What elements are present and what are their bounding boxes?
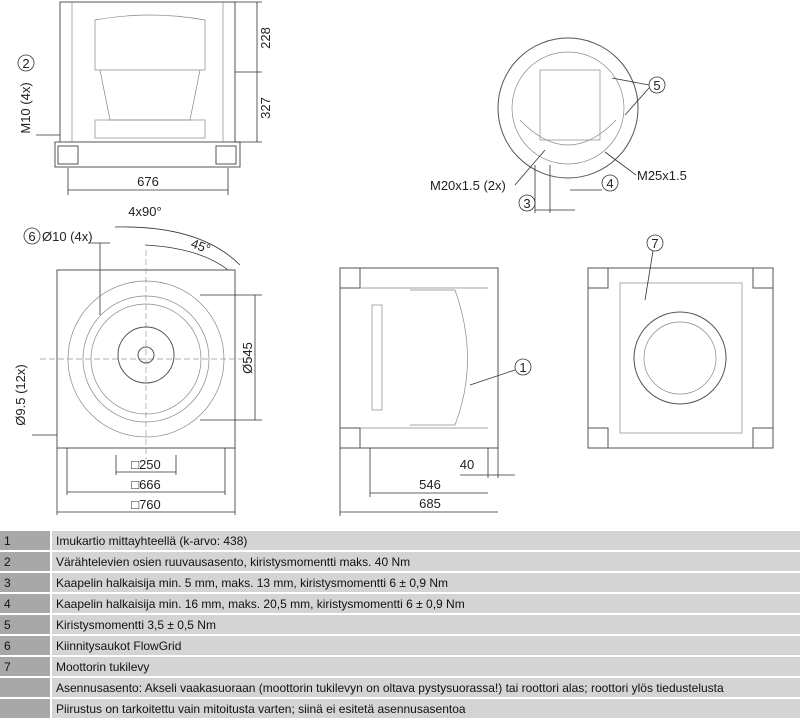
legend-number: 1 xyxy=(0,531,50,550)
legend-number: 6 xyxy=(0,636,50,655)
dim-676: 676 xyxy=(137,174,159,189)
callout-3: 3 xyxy=(523,196,530,211)
callout-6: 6 xyxy=(28,229,35,244)
dimension-drawing: 228 327 676 2 M10 (4x) 5 M20x1.5 (2x) 3 … xyxy=(13,1,774,516)
motor-view: 5 M20x1.5 (2x) 3 4 M25x1.5 xyxy=(430,37,687,213)
callout-5: 5 xyxy=(653,78,660,93)
legend-text: Kaapelin halkaisija min. 16 mm, maks. 20… xyxy=(50,594,800,613)
legend-number xyxy=(0,678,50,697)
legend-text: Kaapelin halkaisija min. 5 mm, maks. 13 … xyxy=(50,573,800,592)
legend-text: Värähtelevien osien ruuvausasento, kiris… xyxy=(50,552,800,571)
dim-40: 40 xyxy=(460,457,474,472)
rear-view: 7 xyxy=(587,234,774,449)
dim-685: 685 xyxy=(419,496,441,511)
callout-7: 7 xyxy=(651,236,658,251)
legend-number: 5 xyxy=(0,615,50,634)
dim-545: Ø545 xyxy=(240,342,255,374)
legend-text: Piirustus on tarkoitettu vain mitoitusta… xyxy=(50,699,800,718)
top-side-view: 228 327 676 2 M10 (4x) xyxy=(17,1,273,195)
front-view: 4x90° 45° 6 Ø10 (4x) Ø545 Ø9.5 (12x) □25… xyxy=(13,204,262,515)
legend-number: 2 xyxy=(0,552,50,571)
dim-sq760: □760 xyxy=(131,497,161,512)
legend-text: Kiristysmomentti 3,5 ± 0,5 Nm xyxy=(50,615,800,634)
callout-4: 4 xyxy=(606,176,613,191)
legend-number xyxy=(0,699,50,718)
angle-45: 45° xyxy=(189,236,213,257)
legend-text: Kiinnitysaukot FlowGrid xyxy=(50,636,800,655)
legend-number: 4 xyxy=(0,594,50,613)
label-hole-10: Ø10 (4x) xyxy=(42,229,93,244)
legend-number: 7 xyxy=(0,657,50,676)
dim-sq666: □666 xyxy=(131,477,161,492)
dim-546: 546 xyxy=(419,477,441,492)
dim-sq250: □250 xyxy=(131,457,161,472)
label-m20: M20x1.5 (2x) xyxy=(430,178,506,193)
legend-row: Piirustus on tarkoitettu vain mitoitusta… xyxy=(0,699,800,718)
legend-number: 3 xyxy=(0,573,50,592)
legend-text: Moottorin tukilevy xyxy=(50,657,800,676)
angle-4x90: 4x90° xyxy=(128,204,161,219)
dim-327: 327 xyxy=(258,97,273,119)
dim-228: 228 xyxy=(258,27,273,49)
callout-2: 2 xyxy=(22,56,29,71)
label-m10: M10 (4x) xyxy=(18,82,33,133)
side-view: 1 40 546 685 xyxy=(339,267,532,516)
legend-text: Asennusasento: Akseli vaakasuoraan (moot… xyxy=(50,678,800,697)
legend-text: Imukartio mittayhteellä (k-arvo: 438) xyxy=(50,531,800,550)
callout-1: 1 xyxy=(519,360,526,375)
label-hole-9-5: Ø9.5 (12x) xyxy=(13,364,28,425)
label-m25: M25x1.5 xyxy=(637,168,687,183)
legend-row: Asennusasento: Akseli vaakasuoraan (moot… xyxy=(0,678,800,697)
